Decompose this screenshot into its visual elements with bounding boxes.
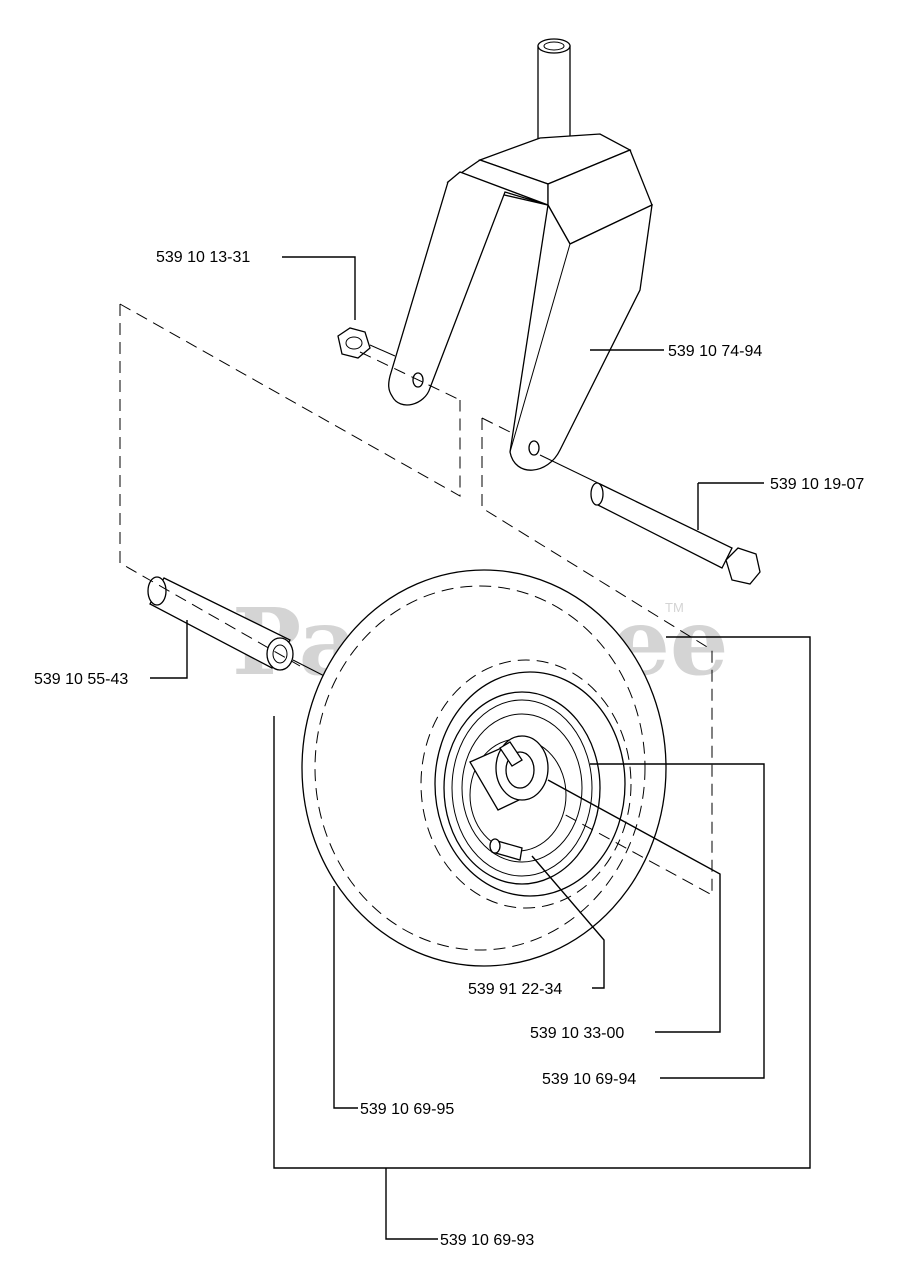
nut-icon (337, 327, 371, 359)
part-label-nut: 539 10 13-31 (156, 249, 250, 266)
part-label-bearing: 539 10 33-00 (530, 1025, 624, 1042)
part-label-wheel-assembly: 539 10 69-93 (440, 1232, 534, 1249)
part-label-bolt: 539 10 19-07 (770, 476, 864, 493)
valve-stem-icon (489, 838, 523, 861)
part-label-rim: 539 10 69-94 (542, 1071, 636, 1088)
caster-fork-icon (388, 38, 653, 471)
watermark-trademark: TM (665, 600, 684, 615)
part-label-fork: 539 10 74-94 (668, 343, 762, 360)
bolt-icon (539, 454, 761, 585)
part-label-spacer: 539 10 55-43 (34, 671, 128, 688)
part-label-tire: 539 10 69-95 (360, 1101, 454, 1118)
part-label-valve: 539 91 22-34 (468, 981, 562, 998)
bearing-icon (469, 735, 549, 811)
